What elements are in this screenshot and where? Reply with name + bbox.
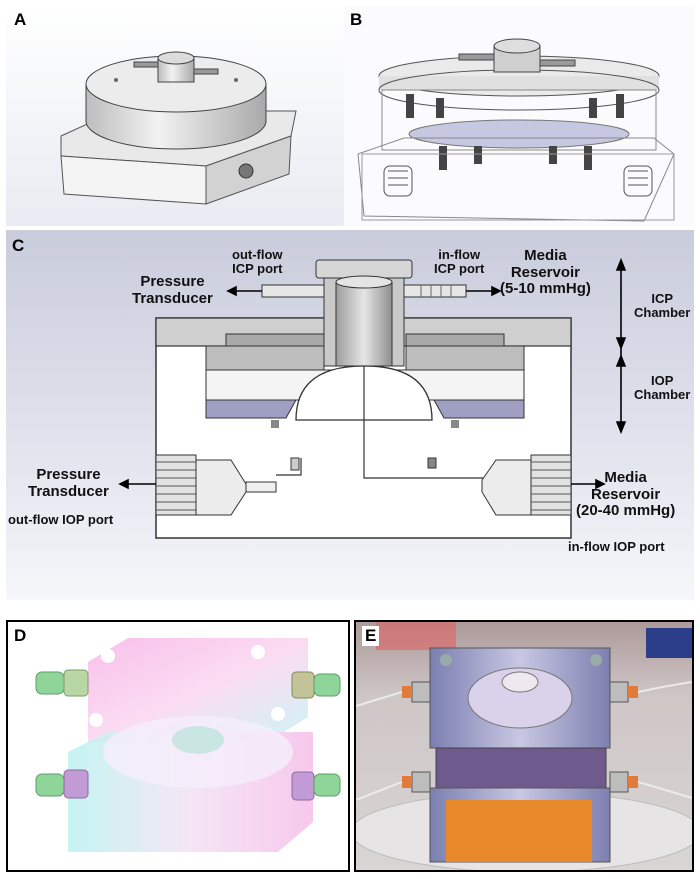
pressure-transducer-bottom-line1: Pressure [36,466,101,483]
outflow-icp-line1: out-flow [232,247,283,262]
panel-a: A [6,6,346,226]
media-reservoir-bottom-label: Media Reservoir (20-40 mmHg) [576,469,676,520]
panel-b-transparent-render [344,6,694,226]
panel-b: B [344,6,694,226]
panel-e-photograph [356,622,692,870]
inflow-icp-port-label: in-flow ICP port [434,247,485,277]
media-reservoir-top-line1: Media [524,247,567,264]
iop-chamber-line1: IOP [650,373,674,388]
media-reservoir-bottom-line1: Media [604,469,647,486]
panel-b-label: B [350,10,363,29]
media-reservoir-top-label: Media Reservoir (5-10 mmHg) [500,247,591,298]
panel-d-color-render [8,622,348,870]
inflow-icp-line2: ICP port [434,261,485,277]
panel-d: D [6,620,350,872]
pressure-transducer-top-line1: Pressure [140,273,205,290]
media-reservoir-top-line2: Reservoir [510,263,581,281]
panel-c: C out-flow ICP port in-flow ICP port Pre… [6,230,694,600]
pressure-transducer-bottom-line2: Transducer [28,482,109,500]
panel-e: E [354,620,694,872]
media-reservoir-top-line3: (5-10 mmHg) [500,280,591,297]
icp-chamber-label: ICP Chamber [634,291,691,321]
inflow-iop-port-label: in-flow IOP port [568,539,665,554]
outflow-icp-line2: ICP port [232,261,283,277]
icp-chamber-line1: ICP [651,291,674,306]
pressure-transducer-bottom-label: Pressure Transducer [28,466,109,500]
outflow-icp-port-label: out-flow ICP port [232,247,283,277]
iop-chamber-line2: Chamber [634,387,691,403]
panel-a-cad-render [6,6,346,226]
panel-d-label: D [14,626,27,645]
icp-chamber-line2: Chamber [634,305,691,321]
media-reservoir-bottom-line2: Reservoir [590,485,661,503]
panel-c-label: C [12,236,25,255]
media-reservoir-bottom-line3: (20-40 mmHg) [576,502,676,519]
panel-c-cross-section [6,230,694,600]
inflow-icp-line1: in-flow [438,247,481,262]
pressure-transducer-top-line2: Transducer [132,289,213,307]
panel-a-label: A [14,10,27,29]
panel-e-label: E [362,626,380,646]
outflow-iop-port-label: out-flow IOP port [8,512,114,527]
pressure-transducer-top-label: Pressure Transducer [132,273,213,307]
iop-chamber-label: IOP Chamber [634,373,691,403]
